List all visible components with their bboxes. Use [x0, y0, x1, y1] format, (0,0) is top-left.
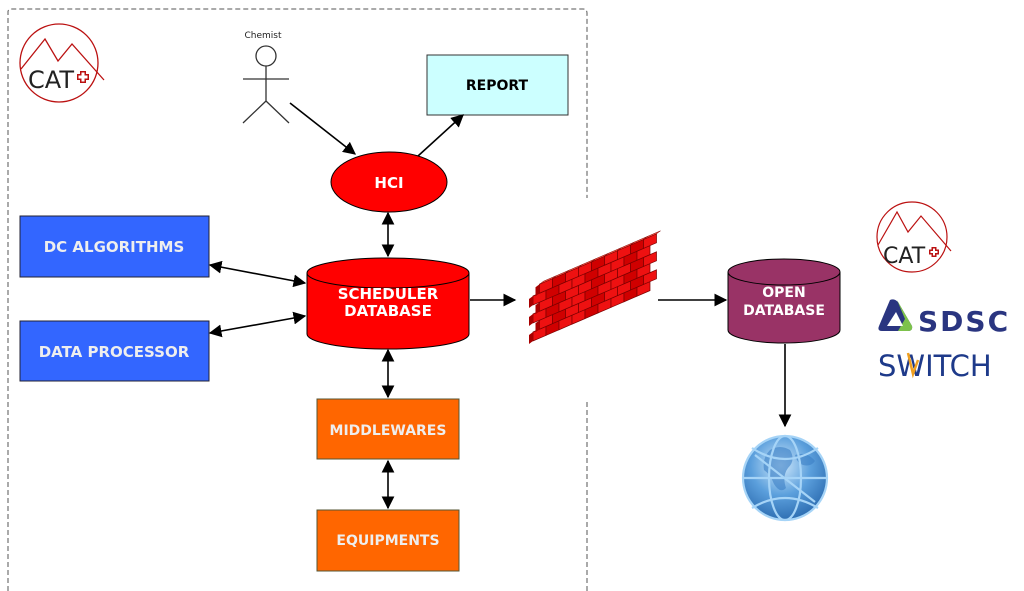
report-node: REPORT: [426, 54, 569, 116]
switch-logo: SWITCH: [878, 349, 992, 383]
hci-label: HCI: [374, 174, 403, 192]
brick-side: [529, 332, 533, 344]
chemist-label: Chemist: [244, 31, 281, 41]
edges: [208, 102, 792, 510]
sdsc-logo: SDSC: [878, 299, 1010, 338]
cat-logo: CAT: [19, 23, 105, 103]
brick-side: [535, 284, 540, 297]
sdsc-triangle-icon: [878, 299, 913, 331]
brick: [643, 269, 657, 285]
dc-algorithms-node: DC ALGORITHMS: [19, 215, 210, 278]
lab-boundary: [7, 8, 588, 591]
edge-dc-scheduler: [208, 260, 307, 288]
chemist-actor: Chemist: [242, 31, 290, 124]
data-processor-label: DATA PROCESSOR: [39, 343, 190, 361]
open-database-node: OPEN DATABASE: [727, 258, 841, 344]
scheduler-database-node: SCHEDULER DATABASE: [306, 257, 470, 350]
data-processor-node: DATA PROCESSOR: [19, 320, 210, 382]
scheduler-label-line1: SCHEDULER: [338, 285, 439, 303]
person-icon: [242, 45, 290, 124]
globe-icon: [741, 434, 829, 522]
cat-logo-text: CAT: [28, 66, 74, 94]
equipments-node: EQUIPMENTS: [316, 509, 460, 572]
cat-logo-side: CAT: [876, 201, 952, 273]
open-db-label-line1: OPEN: [762, 285, 805, 301]
brick: [643, 251, 657, 267]
brick-side: [535, 320, 540, 333]
cat-side-text: CAT: [883, 244, 926, 269]
open-db-label-line2: DATABASE: [743, 303, 825, 319]
brick-top: [643, 230, 661, 240]
middlewares-node: MIDDLEWARES: [316, 398, 460, 460]
hci-node: HCI: [330, 151, 448, 213]
scheduler-label-line2: DATABASE: [344, 302, 432, 320]
swiss-cross-icon: [929, 247, 939, 257]
edge-chemist-hci: [289, 102, 357, 155]
equipments-label: EQUIPMENTS: [336, 533, 439, 549]
swiss-cross-icon: [77, 71, 89, 83]
report-label: REPORT: [466, 78, 529, 94]
dc-algorithms-label: DC ALGORITHMS: [44, 238, 185, 256]
firewall-icon: [529, 230, 661, 344]
edge-hci-report: [417, 114, 464, 157]
middlewares-label: MIDDLEWARES: [330, 423, 447, 439]
switch-text: SWITCH: [878, 349, 992, 383]
brick-side: [535, 302, 540, 315]
edge-dp-scheduler: [208, 311, 307, 338]
sdsc-text: SDSC: [918, 305, 1010, 338]
brick-side: [529, 314, 533, 326]
brick-side: [529, 296, 533, 308]
